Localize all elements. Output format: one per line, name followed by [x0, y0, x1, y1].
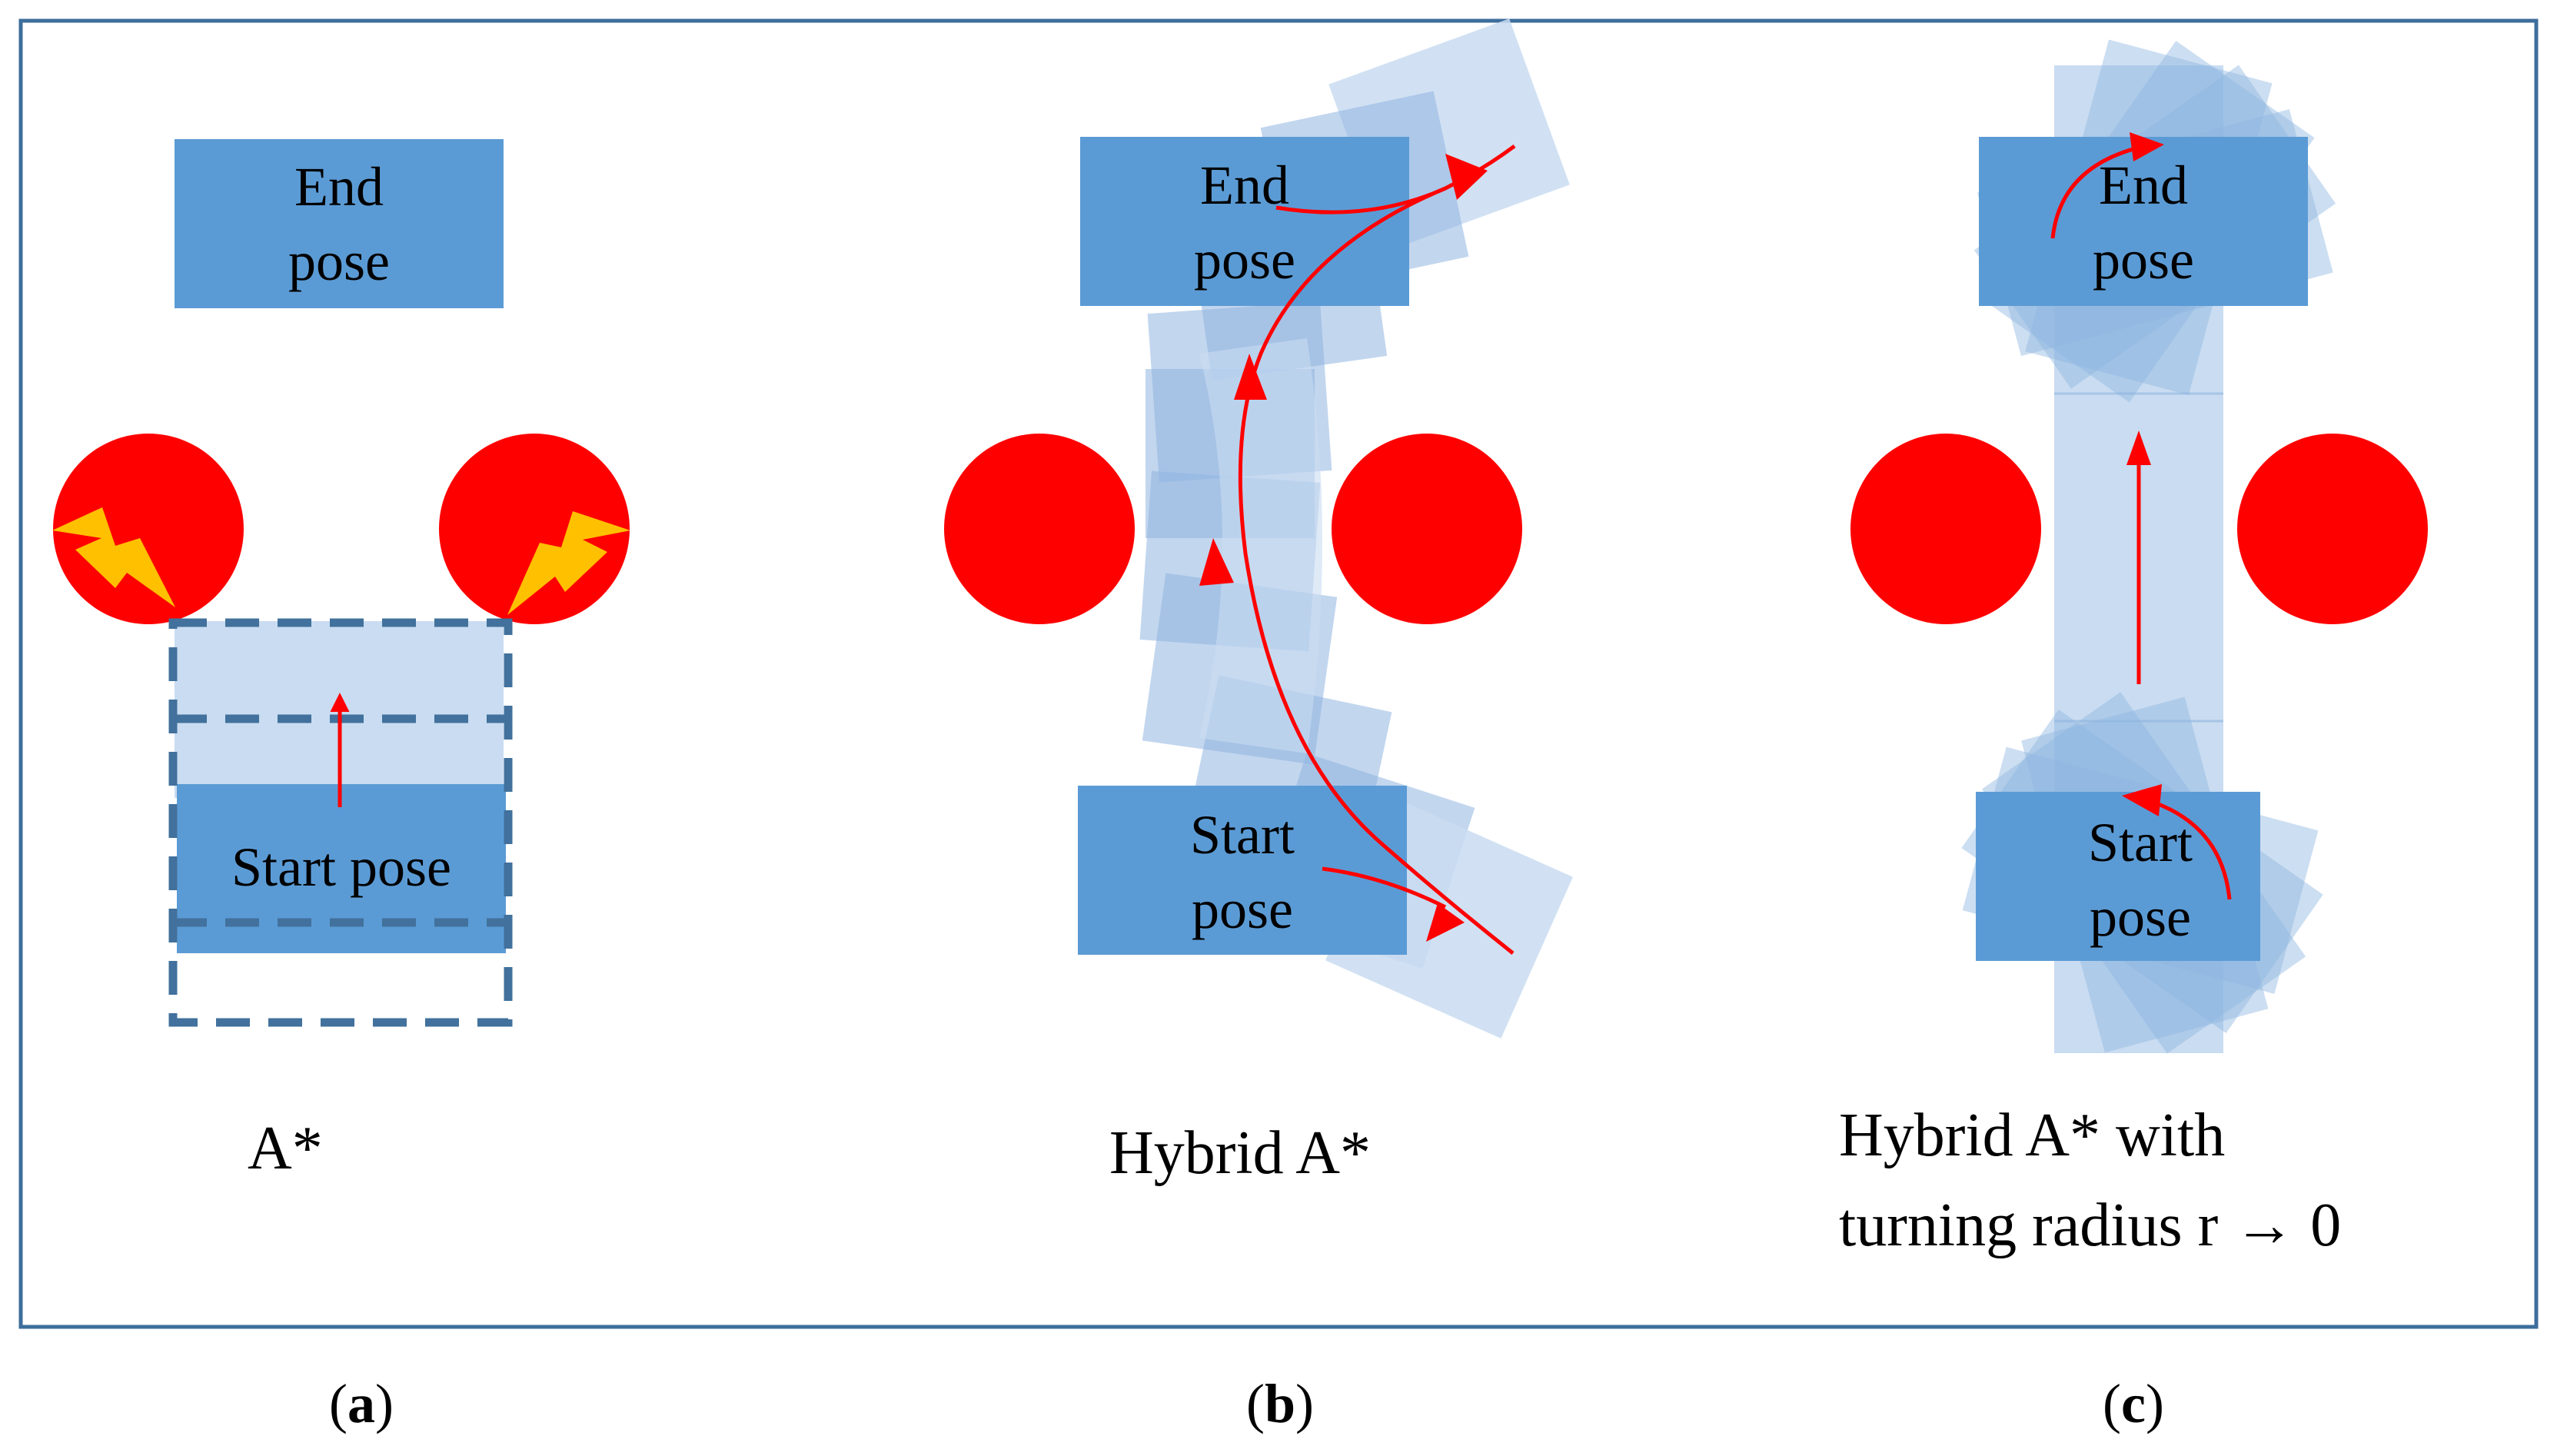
panel-a-caption: A*: [248, 1115, 323, 1182]
start-pose-label-line-2: pose: [2090, 886, 2191, 948]
panel-b-caption: Hybrid A*: [1109, 1119, 1371, 1187]
panel-label-letter: c: [2121, 1373, 2146, 1434]
panel-label-close: ): [2146, 1373, 2164, 1434]
end-pose-label-line-2: pose: [288, 231, 390, 292]
svg-text:(b): (b): [1246, 1373, 1314, 1434]
end-pose-label-line-1: End: [1200, 155, 1289, 216]
arrow-icon: [1199, 154, 1488, 942]
path-arrow: [2050, 144, 2232, 900]
svg-text:(a): (a): [329, 1373, 394, 1434]
end-pose-label-line-2: pose: [1194, 229, 1295, 291]
panel-c-caption-line-1: Hybrid A* with: [1839, 1102, 2225, 1169]
obstacle-right: [439, 434, 630, 624]
panel-label-b: (b): [1246, 1373, 1314, 1434]
panel-c-caption-line-2: turning radius r → 0: [1839, 1192, 2341, 1259]
end-pose-box: End pose: [1979, 137, 2308, 306]
end-pose-label-line-1: End: [2099, 155, 2188, 216]
path-arrow: [1238, 144, 1516, 955]
panel-a: End pose Start pose A*: [52, 139, 630, 1182]
panel-label-c: (c): [2103, 1373, 2164, 1434]
start-pose-box: Start pose: [177, 784, 506, 953]
panel-label-a: (a): [329, 1373, 394, 1434]
panel-label-letter: b: [1265, 1373, 1295, 1434]
end-pose-label-line-1: End: [294, 156, 384, 218]
panel-label-letter: a: [347, 1373, 375, 1434]
panel-label-open: (: [329, 1373, 347, 1434]
obstacle-left: [53, 434, 244, 624]
start-pose-box: Start pose: [1078, 786, 1407, 955]
panel-b: End pose Start pose Hybrid A*: [944, 18, 1573, 1187]
panel-label-open: (: [1246, 1373, 1265, 1434]
panel-c: End pose Start pose Hybrid A* with turni…: [1839, 39, 2428, 1259]
start-pose-label-line-1: Start: [1190, 804, 1295, 866]
panel-label-open: (: [2103, 1373, 2121, 1434]
start-pose-box: Start pose: [1976, 792, 2260, 961]
end-pose-box: End pose: [1080, 137, 1409, 306]
obstacle-right: [1332, 434, 1522, 624]
lightning-bolt-icon: [507, 511, 630, 615]
obstacle-right: [2237, 434, 2428, 624]
panel-label-close: ): [1295, 1373, 1314, 1434]
start-pose-label-line-1: Start: [2088, 812, 2193, 873]
svg-text:(c): (c): [2103, 1373, 2164, 1434]
obstacle-left: [944, 434, 1135, 624]
start-pose-label: Start pose: [231, 836, 451, 898]
panel-label-close: ): [375, 1373, 394, 1434]
arrow-icon: [2122, 132, 2164, 816]
end-pose-label-line-2: pose: [2093, 229, 2194, 291]
end-pose-box: End pose: [175, 139, 504, 308]
lightning-bolt-icon: [52, 507, 175, 607]
obstacle-left: [1850, 434, 2041, 624]
start-pose-label-line-2: pose: [1192, 879, 1293, 940]
